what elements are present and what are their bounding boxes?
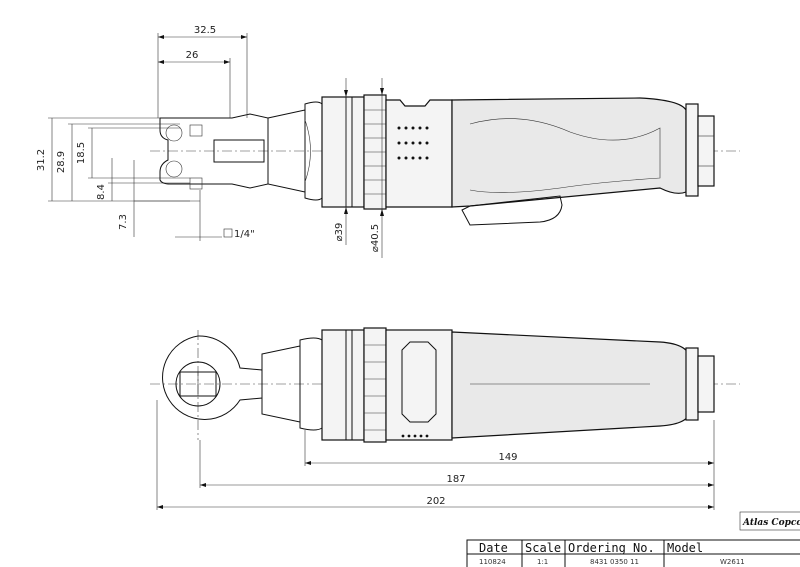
dim-length-202: 202 xyxy=(426,496,445,507)
header-date: Date xyxy=(479,541,508,555)
dim-width-32-5: 32.5 xyxy=(194,25,216,36)
square-symbol xyxy=(223,228,233,238)
vent-holes xyxy=(397,126,429,160)
title-block: Atlas Copco Date Scale Ordering No. Mode… xyxy=(466,511,800,567)
dim-height-7-3: 7.3 xyxy=(118,214,129,230)
header-scale: Scale xyxy=(525,541,561,555)
throttle-housing xyxy=(385,99,453,208)
top-handle xyxy=(451,331,691,439)
dim-length-187: 187 xyxy=(446,474,465,485)
value-scale: 1:1 xyxy=(537,558,548,566)
dim-length-149: 149 xyxy=(498,452,517,463)
dim-height-8-4: 8.4 xyxy=(96,184,107,200)
header-model: Model xyxy=(667,541,703,555)
top-vent-holes xyxy=(401,434,429,438)
side-view: 32.5 26 31.2 28.9 18.5 8.4 7.3 1/4" ⌀39 … xyxy=(36,25,740,258)
top-view: 149 187 202 xyxy=(150,327,740,510)
handle xyxy=(451,97,687,208)
top-drive-ring xyxy=(175,361,221,407)
value-model: W2611 xyxy=(720,558,745,566)
dim-diameter-39: ⌀39 xyxy=(334,223,345,242)
dim-height-31-2: 31.2 xyxy=(36,149,47,171)
air-inlet xyxy=(697,115,715,187)
head-slot xyxy=(213,139,265,163)
square-drive xyxy=(189,177,203,190)
top-throttle-housing xyxy=(385,329,453,441)
dimension-arrows xyxy=(157,35,714,509)
brand-logo: Atlas Copco xyxy=(742,518,800,528)
end-cap xyxy=(685,103,699,197)
top-end-cap xyxy=(685,347,699,421)
head-knob xyxy=(189,124,203,137)
top-head xyxy=(162,335,263,420)
motor-ring xyxy=(321,96,365,208)
head-pawl-upper xyxy=(165,124,183,142)
top-throttle-button xyxy=(401,341,437,423)
dim-square-drive: 1/4" xyxy=(234,229,255,240)
value-ordering-no: 8431 0350 11 xyxy=(590,558,639,566)
ratchet-head xyxy=(159,113,269,189)
dim-width-26: 26 xyxy=(186,50,199,61)
top-motor-ring xyxy=(321,329,365,441)
dim-diameter-40-5: ⌀40.5 xyxy=(370,224,381,252)
dim-height-28-9: 28.9 xyxy=(56,151,67,173)
top-air-inlet xyxy=(697,355,715,413)
handle-grip-contour xyxy=(469,118,661,193)
value-date: 110824 xyxy=(479,558,506,566)
header-ordering-no: Ordering No. xyxy=(568,541,655,555)
dim-height-18-5: 18.5 xyxy=(76,142,87,164)
head-pawl-lower xyxy=(165,160,183,178)
throttle-lever xyxy=(461,195,563,226)
